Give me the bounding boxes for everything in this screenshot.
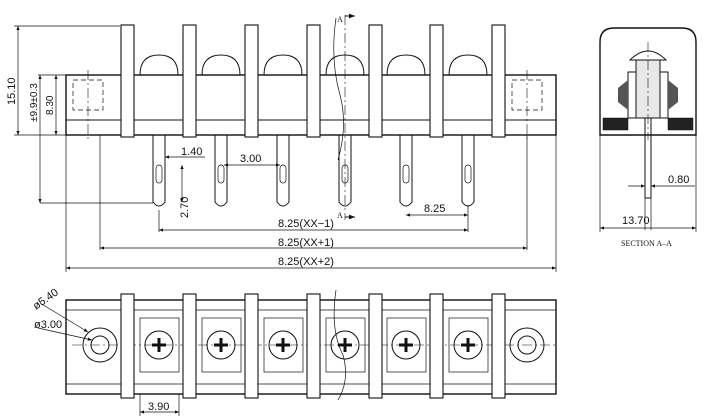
screw-head [201, 54, 241, 76]
screw-head [391, 330, 421, 360]
dim-body-height: ±9.9±0.3 [29, 83, 40, 122]
solder-tab [338, 135, 352, 207]
dim-shoulder-height: 8.30 [45, 95, 56, 115]
section-body [599, 27, 697, 136]
top-view: ø5.40 ø3.00 3.90 [31, 286, 557, 416]
screw-head [386, 54, 426, 76]
screw-head [144, 330, 174, 360]
dim-span-plus2: 8.25(XX+2) [278, 256, 334, 268]
screw-head [263, 54, 303, 76]
mount-hole-left [82, 327, 118, 363]
barrier [429, 24, 444, 138]
barrier [120, 24, 135, 138]
section-marker-top: A [337, 15, 343, 24]
section-view: 0.80 13.70 SECTION A–A [599, 27, 697, 248]
front-view: A A 15.10 ±9.9±0.3 8.30 1.40 3.00 2.70 8… [6, 13, 557, 272]
barrier [491, 24, 506, 138]
solder-tab [461, 135, 475, 207]
screw-head [330, 330, 360, 360]
dim-tab-gap: 3.00 [240, 153, 261, 165]
dim-span-minus: 8.25(XX−1) [278, 218, 334, 230]
dim-pin-thickness: 0.80 [668, 174, 689, 186]
dim-barrier-width: 3.90 [148, 401, 169, 413]
screw-head [268, 330, 298, 360]
dim-tab-width: 1.40 [181, 146, 202, 158]
top-screws [139, 317, 489, 373]
screw-head [453, 330, 483, 360]
break-line [333, 17, 344, 161]
top-barriers [120, 293, 506, 399]
dim-depth: 13.70 [622, 215, 650, 227]
screw-head [206, 330, 236, 360]
barrier [368, 24, 383, 138]
barrier [306, 24, 321, 138]
dim-overall-height: 15.10 [6, 77, 18, 105]
screw-head [139, 54, 179, 76]
dim-span-plus: 8.25(XX+1) [278, 237, 334, 249]
barriers [120, 24, 506, 138]
section-marker-bottom: A [337, 211, 343, 220]
section-caption: SECTION A–A [621, 239, 672, 248]
solder-tab [399, 135, 413, 207]
solder-tab [152, 135, 166, 207]
dim-hole-outer: ø5.40 [31, 286, 61, 312]
dim-tab-slot: 2.70 [179, 197, 191, 218]
barrier [182, 24, 197, 138]
screw-head [448, 54, 488, 76]
solder-tab [214, 135, 228, 207]
dim-pitch: 8.25 [424, 203, 445, 215]
barrier [244, 24, 259, 138]
mount-hole-right [509, 327, 545, 363]
section-pin [644, 117, 652, 199]
solder-tab [276, 135, 290, 207]
screw-heads [136, 54, 491, 76]
dim-hole-inner: ø3.00 [34, 319, 62, 331]
